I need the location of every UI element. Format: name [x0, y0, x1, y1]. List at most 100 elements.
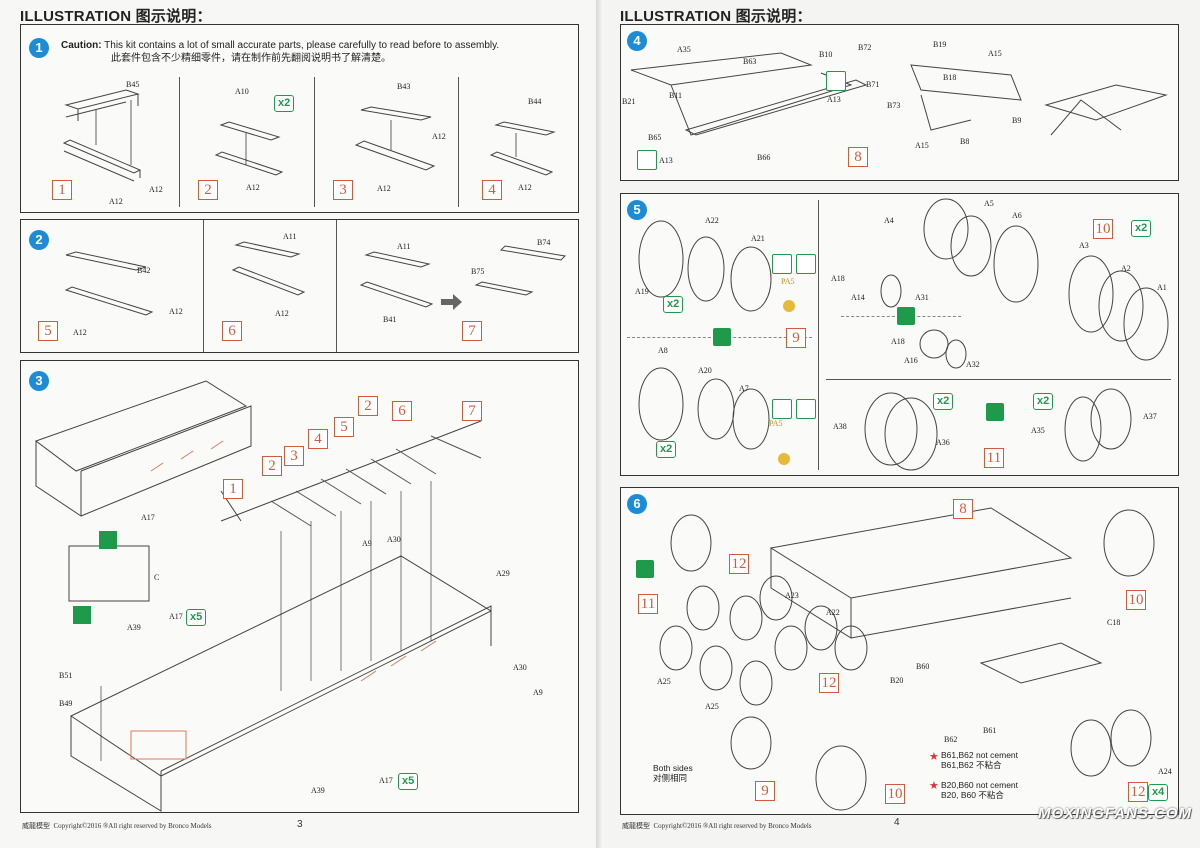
part-label: B9 [1012, 116, 1022, 125]
part-label: B21 [622, 97, 636, 106]
sub-step-box: 2 [358, 396, 378, 416]
sub-step-box: 4 [482, 180, 502, 200]
align-icon [636, 560, 654, 578]
step-4-panel: 4 A35 B63 B10 B21 B11 A13 B65 A13 B66 B7… [620, 24, 1179, 181]
part-label: B74 [537, 238, 551, 247]
part-label: PA5 [781, 277, 795, 286]
page-right: ILLUSTRATION 图示说明： 4 A35 B63 B10 B21 B11… [604, 0, 1200, 848]
part-label: A29 [496, 569, 510, 578]
sub-step-box: 12 [729, 554, 749, 574]
step-5-panel: 5 A22 A [620, 193, 1179, 476]
part-label: A30 [387, 535, 401, 544]
part-label: B44 [528, 97, 542, 106]
align-icon [713, 328, 731, 346]
part-label: A18 [891, 337, 905, 346]
brand-name: 威龍模型 [622, 822, 650, 830]
multiplier-badge: x2 [656, 441, 677, 458]
part-label: B10 [819, 50, 833, 59]
part-label: B73 [887, 101, 901, 110]
divider [458, 77, 459, 207]
part-label: A15 [915, 141, 929, 150]
step-6-running-gear-drawing [659, 507, 1155, 811]
part-label: A8 [658, 346, 668, 355]
part-label: A22 [826, 608, 840, 617]
part-label: B75 [471, 267, 485, 276]
part-label: A38 [833, 422, 847, 431]
part-label: PA5 [769, 419, 783, 428]
note-text: B61,B62 not cement [941, 750, 1019, 760]
sub-step-box: 11 [638, 594, 658, 614]
part-label: A4 [884, 216, 894, 225]
part-label: A25 [705, 702, 719, 711]
sub-step-box: 10 [1093, 219, 1113, 239]
part-label: A24 [1158, 767, 1172, 776]
cement-note-1: B61,B62 not cement B61,B62 不粘合 [941, 750, 1018, 770]
sub-step-box: 7 [462, 401, 482, 421]
part-label: B71 [866, 80, 880, 89]
part-label: A10 [235, 87, 249, 96]
part-label: A11 [397, 242, 411, 251]
page-left: ILLUSTRATION 图示说明： 1 Caution: This kit c… [0, 0, 596, 848]
caution-note: Caution: This kit contains a lot of smal… [61, 39, 499, 65]
sub-step-box: 12 [1128, 782, 1148, 802]
page-number: 3 [297, 819, 303, 830]
part-label: C18 [1107, 618, 1121, 627]
part-label: A12 [275, 309, 289, 318]
step-3-chassis-drawing [34, 380, 493, 812]
part-label: B61 [983, 726, 997, 735]
part-label: A37 [1143, 412, 1157, 421]
part-label: B8 [960, 137, 970, 146]
part-label: B62 [944, 735, 958, 744]
part-label: A7 [739, 384, 749, 393]
step-5-wheel-drawing [638, 198, 1169, 471]
part-label: A35 [1031, 426, 1045, 435]
paint-icon [796, 254, 816, 274]
part-label: A12 [432, 132, 446, 141]
sub-step-box: 1 [223, 479, 243, 499]
part-label: A5 [984, 199, 994, 208]
cut-icon [826, 71, 846, 91]
sub-step-box: 3 [333, 180, 353, 200]
step-number: 3 [29, 371, 49, 391]
step-2-parts-drawing [64, 241, 567, 316]
multiplier-badge: x2 [663, 296, 684, 313]
part-label: A12 [73, 328, 87, 337]
step-2-panel: 2 B42 A12 A12 A11 A12 A11 B41 B74 B75 5 … [20, 219, 579, 353]
sub-step-box: 2 [262, 456, 282, 476]
sub-step-box: 6 [392, 401, 412, 421]
sub-step-box: 9 [786, 328, 806, 348]
divider [818, 200, 819, 470]
cut-icon [637, 150, 657, 170]
sub-step-box: 5 [38, 321, 58, 341]
sub-step-box: 11 [984, 448, 1004, 468]
footer-copyright: 威龍模型 Copyright©2016 ®All right reserved … [622, 821, 812, 831]
multiplier-badge: x2 [274, 95, 295, 112]
watermark: MOXINGFANS.COM [1037, 805, 1192, 822]
part-label: A13 [659, 156, 673, 165]
sub-step-box: 2 [198, 180, 218, 200]
part-label: A1 [1157, 283, 1167, 292]
part-label: B65 [648, 133, 662, 142]
page-header: ILLUSTRATION 图示说明： [620, 8, 812, 25]
both-sides-text-zh: 对侧相同 [653, 773, 688, 783]
multiplier-badge: x5 [186, 609, 207, 626]
part-label: A12 [518, 183, 532, 192]
divider [826, 379, 1171, 380]
part-label: A16 [904, 356, 918, 365]
multiplier-badge: x5 [398, 773, 419, 790]
part-label: A22 [705, 216, 719, 225]
divider [203, 220, 204, 352]
caution-text-en: This kit contains a lot of small accurat… [104, 40, 500, 51]
divider [179, 77, 180, 207]
sub-step-box: 10 [885, 784, 905, 804]
sub-step-box: 3 [284, 446, 304, 466]
cement-note-2: B20,B60 not cement B20, B60 不粘合 [941, 780, 1018, 800]
part-label: A15 [988, 49, 1002, 58]
sub-step-box: 5 [334, 417, 354, 437]
page-gutter [596, 0, 604, 848]
part-label: B72 [858, 43, 872, 52]
part-label: A39 [127, 623, 141, 632]
part-label: A12 [246, 183, 260, 192]
part-label: B60 [916, 662, 930, 671]
note-text-zh: B61,B62 不粘合 [941, 760, 1002, 770]
